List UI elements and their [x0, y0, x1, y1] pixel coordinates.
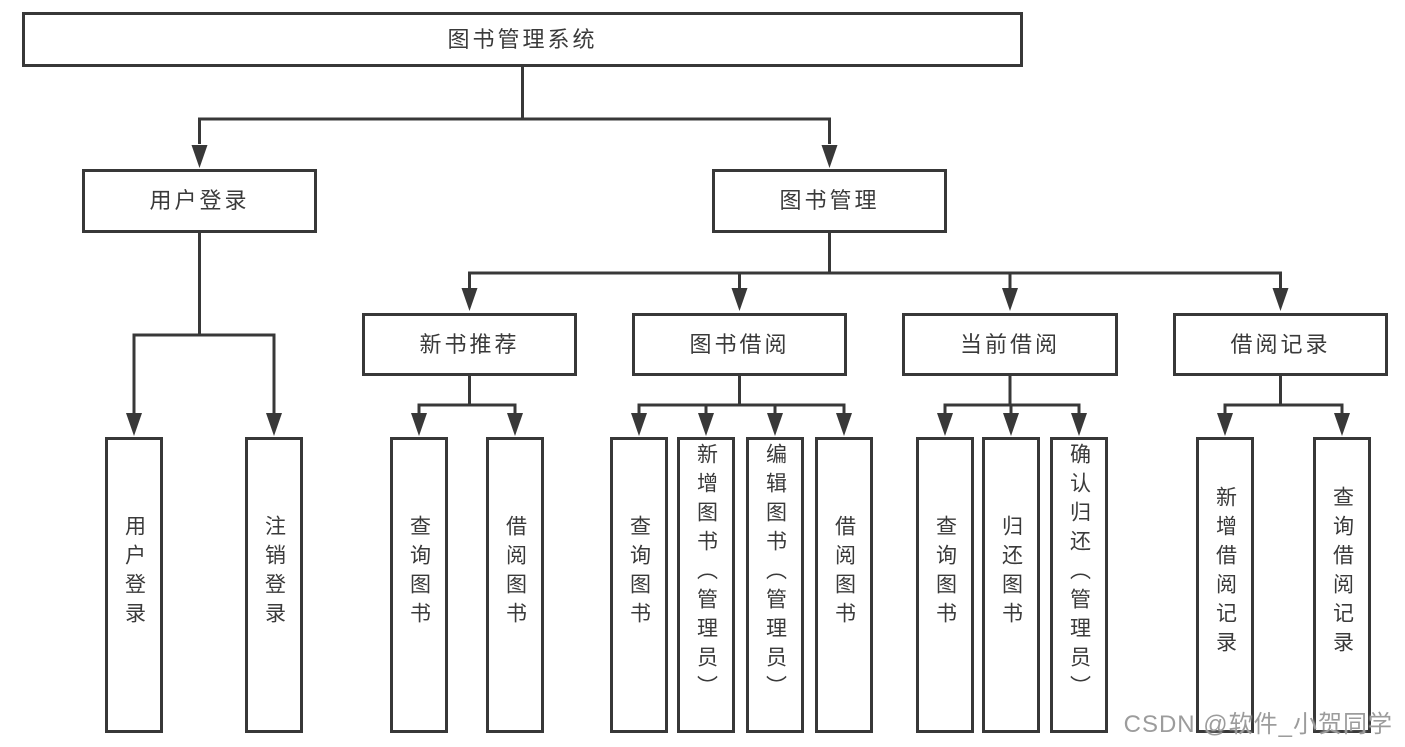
edge-book-borrowing-to-leaves	[631, 376, 852, 436]
arrowhead-down-icon	[191, 145, 208, 168]
node-label: 查询图书	[933, 515, 957, 631]
arrowhead-down-icon	[1071, 413, 1087, 436]
leaf-user-login: 用户登录	[105, 437, 163, 733]
arrowhead-down-icon	[1003, 413, 1019, 436]
node-label: 确认归还（管理员）	[1067, 442, 1091, 704]
csdn-watermark: CSDN @软件_小贺同学	[1123, 711, 1393, 738]
leaf-borrow-book: 借阅图书	[815, 437, 873, 733]
arrowhead-down-icon	[1272, 288, 1289, 311]
node-current-borrowing: 当前借阅	[902, 313, 1118, 376]
edge-user-login-to-leaves	[126, 233, 282, 436]
node-label: 借阅图书	[503, 515, 527, 631]
node-new-book-recommend: 新书推荐	[362, 313, 577, 376]
node-label: 新书推荐	[419, 331, 520, 357]
leaf-query-book-current: 查询图书	[916, 437, 974, 733]
node-borrowing-records: 借阅记录	[1173, 313, 1388, 376]
node-label: 编辑图书（管理员）	[763, 442, 787, 704]
node-label: 借阅记录	[1230, 331, 1331, 357]
node-label: 图书借阅	[689, 331, 790, 357]
node-label: 用户登录	[149, 188, 250, 213]
leaf-query-book-borrowing: 查询图书	[610, 437, 668, 733]
edge-book-management-to-level3	[461, 233, 1289, 311]
node-label: 查询借阅记录	[1330, 486, 1354, 660]
node-label: 归还图书	[999, 515, 1023, 631]
leaf-query-book-recommend: 查询图书	[390, 437, 448, 733]
node-label: 查询图书	[627, 515, 651, 631]
node-label: 新增借阅记录	[1213, 486, 1237, 660]
leaf-borrow-book-recommend: 借阅图书	[486, 437, 544, 733]
arrowhead-down-icon	[731, 288, 748, 311]
arrowhead-down-icon	[1002, 288, 1018, 311]
node-user-login-group: 用户登录	[82, 169, 317, 233]
leaf-logout: 注销登录	[245, 437, 303, 733]
node-label: 注销登录	[262, 515, 286, 631]
node-label: 查询图书	[407, 515, 431, 631]
node-label: 新增图书（管理员）	[694, 442, 718, 704]
leaf-confirm-return-admin: 确认归还（管理员）	[1050, 437, 1108, 733]
edge-new-book-recommend-to-leaves	[411, 376, 523, 436]
node-book-borrowing: 图书借阅	[632, 313, 847, 376]
leaf-edit-book-admin: 编辑图书（管理员）	[746, 437, 804, 733]
leaf-add-book-admin: 新增图书（管理员）	[677, 437, 735, 733]
arrowhead-down-icon	[821, 145, 838, 168]
node-root-system: 图书管理系统	[22, 12, 1023, 67]
arrowhead-down-icon	[1334, 413, 1350, 436]
edge-root-to-level2	[191, 67, 838, 168]
node-label: 图书管理系统	[447, 26, 598, 52]
leaf-add-borrow-record: 新增借阅记录	[1196, 437, 1254, 733]
leaf-query-borrow-record: 查询借阅记录	[1313, 437, 1371, 733]
node-label: 用户登录	[122, 515, 146, 631]
arrowhead-down-icon	[937, 413, 953, 436]
edge-current-borrowing-to-leaves	[937, 376, 1087, 436]
node-label: 图书管理	[779, 188, 880, 213]
leaf-return-book: 归还图书	[982, 437, 1040, 733]
edge-borrowing-records-to-leaves	[1217, 376, 1350, 436]
arrowhead-down-icon	[126, 413, 142, 436]
arrowhead-down-icon	[631, 413, 647, 436]
arrowhead-down-icon	[836, 413, 852, 436]
arrowhead-down-icon	[507, 413, 523, 436]
arrowhead-down-icon	[411, 413, 427, 436]
arrowhead-down-icon	[461, 288, 478, 311]
node-label: 借阅图书	[832, 515, 856, 631]
arrowhead-down-icon	[266, 413, 282, 436]
node-label: 当前借阅	[959, 331, 1060, 357]
arrowhead-down-icon	[1217, 413, 1233, 436]
arrowhead-down-icon	[767, 413, 783, 436]
arrowhead-down-icon	[698, 413, 714, 436]
node-book-management: 图书管理	[712, 169, 947, 233]
